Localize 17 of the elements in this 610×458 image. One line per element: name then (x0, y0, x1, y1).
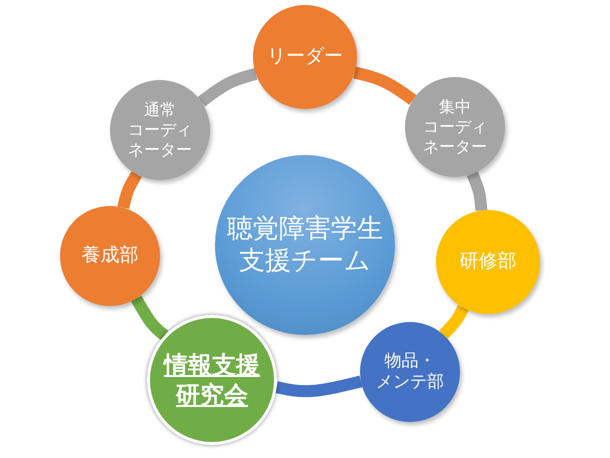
connector-line (131, 296, 168, 340)
node-label: 聴覚障害学生支援チーム (227, 212, 383, 278)
node-label: 物品・メンテ部 (376, 350, 444, 394)
node-label: リーダー (267, 45, 343, 69)
connector-line (466, 172, 488, 211)
connector-line (439, 305, 469, 339)
connector-line (117, 171, 142, 210)
node-label: 集中コーディネーター (423, 97, 487, 157)
node-label: 情報支援研究会 (164, 350, 260, 410)
circle-node (360, 322, 460, 422)
node-label: 養成部 (82, 244, 138, 268)
node-label: 研修部 (460, 250, 516, 274)
connector-line (353, 66, 416, 105)
node-label: 通常コーディネーター (128, 100, 192, 160)
circle-node (405, 77, 505, 177)
connector-line (198, 68, 258, 107)
connector-line (275, 376, 362, 398)
